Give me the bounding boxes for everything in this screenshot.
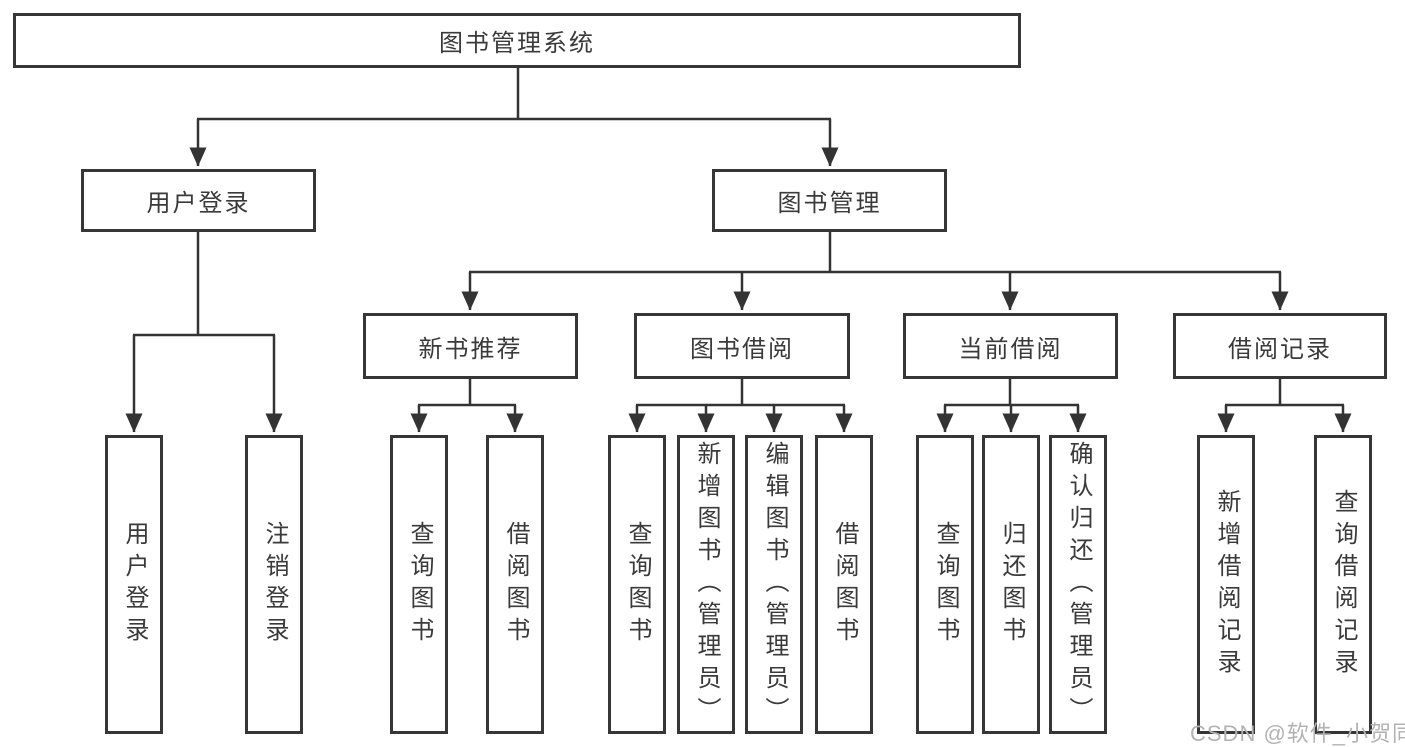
connector-new-books-children: [410, 379, 524, 433]
node-leaf-query-record-label: 查询借阅记录: [1330, 488, 1357, 681]
connector-book-mgmt-children: [461, 232, 1289, 311]
node-leaf-newbooks-borrow: 借阅图书: [486, 435, 544, 734]
node-new-books-label: 新书推荐: [418, 335, 523, 363]
node-root-label: 图书管理系统: [439, 30, 595, 57]
node-leaf-borrow-book: 借阅图书: [815, 435, 873, 734]
node-root: 图书管理系统: [13, 13, 1021, 68]
node-leaf-edit-book-label: 编辑图书（管理员）: [761, 440, 788, 729]
node-leaf-confirm-return-label: 确认归还（管理员）: [1065, 440, 1092, 729]
node-book-borrow-label: 图书借阅: [690, 335, 794, 363]
node-leaf-edit-book: 编辑图书（管理员）: [745, 435, 803, 734]
watermark: CSDN @软件_小贺同学: [1190, 721, 1405, 746]
node-current-borrow-label: 当前借阅: [958, 335, 1063, 363]
node-book-mgmt-label: 图书管理: [777, 190, 882, 217]
node-book-borrow: 图书借阅: [634, 313, 850, 379]
node-leaf-logout: 注销登录: [245, 435, 303, 734]
connector-book-borrow-children: [628, 379, 853, 433]
node-user-login: 用户登录: [81, 169, 316, 232]
node-borrow-records-label: 借阅记录: [1228, 335, 1332, 363]
node-leaf-add-book-label: 新增图书（管理员）: [693, 440, 720, 729]
node-leaf-newbooks-query: 查询图书: [390, 435, 448, 734]
node-leaf-return-book-label: 归还图书: [998, 520, 1025, 649]
node-leaf-borrow-query: 查询图书: [608, 435, 666, 734]
node-leaf-confirm-return: 确认归还（管理员）: [1049, 435, 1107, 734]
node-leaf-add-book: 新增图书（管理员）: [677, 435, 735, 734]
connector-user-login-children: [125, 232, 283, 433]
node-leaf-user-login: 用户登录: [105, 435, 163, 734]
node-leaf-borrow-query-label: 查询图书: [624, 520, 651, 649]
node-leaf-newbooks-borrow-label: 借阅图书: [502, 520, 529, 649]
node-leaf-add-record-label: 新增借阅记录: [1213, 488, 1240, 681]
node-user-login-label: 用户登录: [146, 190, 251, 217]
node-leaf-return-book: 归还图书: [982, 435, 1040, 734]
node-leaf-newbooks-query-label: 查询图书: [406, 520, 433, 649]
connector-borrow-records-children: [1217, 379, 1352, 433]
node-book-mgmt: 图书管理: [712, 169, 947, 232]
node-leaf-current-query: 查询图书: [916, 435, 974, 734]
node-leaf-current-query-label: 查询图书: [932, 520, 959, 649]
node-leaf-borrow-book-label: 借阅图书: [831, 520, 858, 649]
node-current-borrow: 当前借阅: [903, 313, 1118, 379]
node-leaf-user-login-label: 用户登录: [121, 520, 148, 649]
node-leaf-add-record: 新增借阅记录: [1197, 435, 1255, 734]
node-leaf-query-record: 查询借阅记录: [1314, 435, 1372, 734]
connector-current-borrow-children: [936, 379, 1087, 433]
node-leaf-logout-label: 注销登录: [261, 520, 288, 649]
node-new-books: 新书推荐: [363, 313, 578, 379]
connector-root-to-level2: [189, 68, 839, 167]
node-borrow-records: 借阅记录: [1173, 313, 1387, 379]
